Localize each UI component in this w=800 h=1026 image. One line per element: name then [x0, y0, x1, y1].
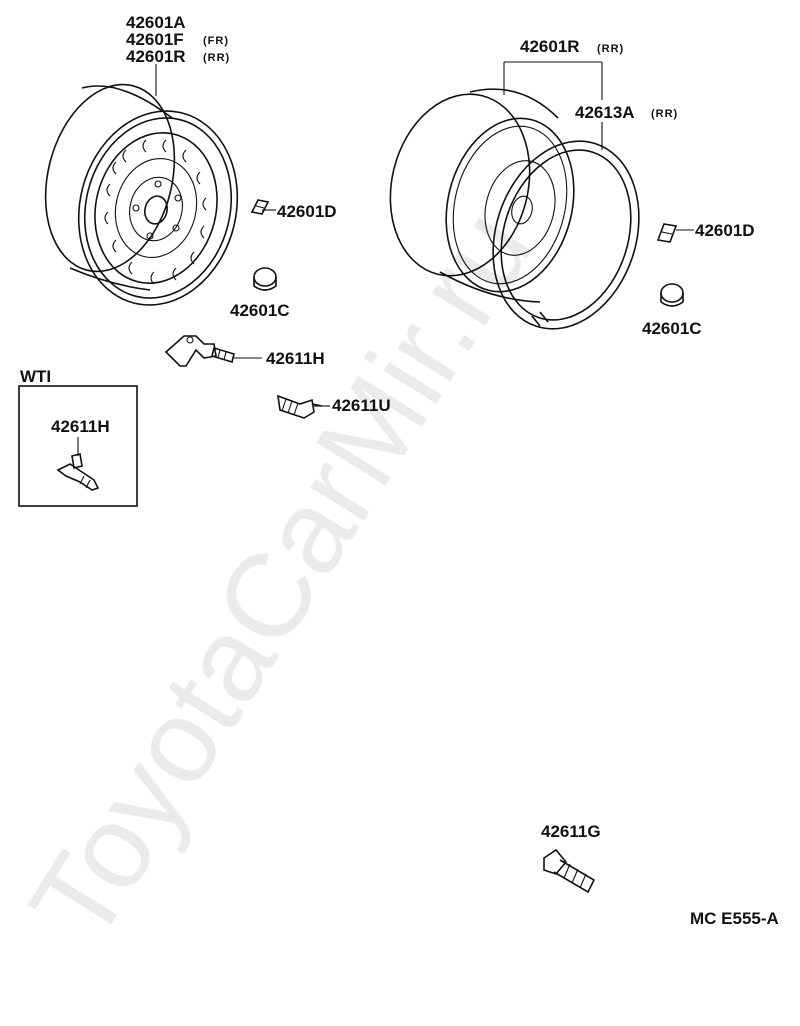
label-42613a: 42613A — [575, 103, 635, 122]
balance-weight-right-icon — [656, 223, 678, 243]
hub-cap-left-icon — [253, 267, 277, 291]
label-42601a: 42601A — [126, 13, 186, 32]
leader-lines — [155, 61, 694, 407]
note-rr-rim: (RR) — [651, 108, 678, 120]
wheel-assembly-left — [44, 83, 239, 306]
valve-bracket-icon — [164, 335, 235, 367]
note-rr-right: (RR) — [597, 43, 624, 55]
figure-code: MC E555-A — [690, 909, 779, 928]
hub-cap-right-icon — [660, 283, 684, 307]
label-42611g: 42611G — [541, 822, 601, 841]
inset-title: WTI — [20, 367, 51, 386]
part-labels: 42601A 42601F (FR) 42601R (RR) 42601R (R… — [126, 13, 779, 928]
wti-inset: WTI 42611H — [18, 367, 138, 507]
label-42601c-right: 42601C — [642, 319, 702, 338]
inset-valve-label: 42611H — [51, 417, 110, 436]
wheel-assembly-right — [389, 88, 640, 330]
hub-bolt-icon — [543, 848, 596, 894]
note-fr: (FR) — [203, 35, 229, 47]
label-42601r-left: 42601R — [126, 47, 186, 66]
label-42611h: 42611H — [266, 349, 325, 368]
label-42601d-left: 42601D — [277, 202, 337, 221]
label-42601f: 42601F — [126, 30, 184, 49]
inset-valve-icon — [56, 453, 100, 491]
note-rr-left: (RR) — [203, 52, 230, 64]
label-42601r-right: 42601R — [520, 37, 580, 56]
balance-weight-left-icon — [250, 199, 270, 215]
label-42601c-left: 42601C — [230, 301, 290, 320]
label-42611u: 42611U — [332, 396, 391, 415]
label-42601d-right: 42601D — [695, 221, 755, 240]
